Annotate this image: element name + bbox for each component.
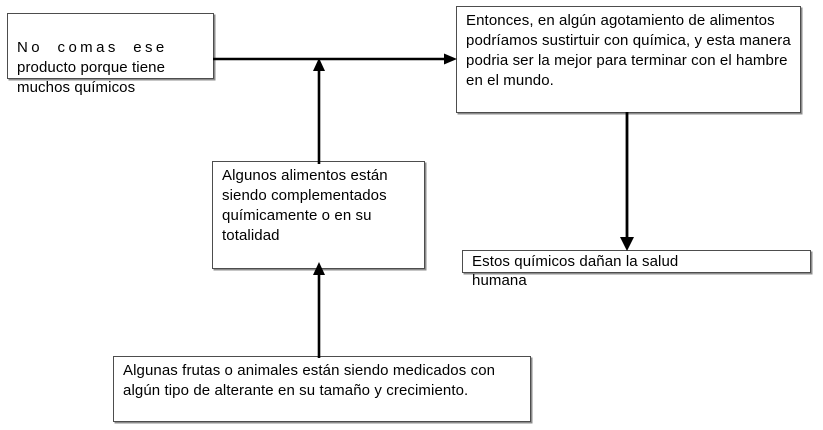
node-chem-harm-line-1: Estos químicos dañan la salud — [472, 253, 679, 270]
connector-fruits-medicated-to-foods-complemented — [310, 262, 328, 358]
node-chem-substitute[interactable]: Entonces, en algún agotamiento de alimen… — [456, 6, 801, 113]
node-eat-warning-line-1: No comas ese — [17, 39, 168, 56]
connector-foods-complemented-to-eat-warning — [310, 58, 328, 164]
node-fruits-medicated[interactable]: Algunas frutas o animales están siendo m… — [113, 356, 531, 422]
node-chem-harm-line-2-overflow: humana — [472, 272, 527, 289]
connector-chem-substitute-to-chem-harm — [618, 112, 636, 252]
node-eat-warning-line-3: muchos químicos — [17, 79, 136, 96]
node-eat-warning[interactable]: No comas ese producto porque tiene muchos… — [7, 13, 214, 96]
node-foods-complemented[interactable]: Algunos alimentos están siendo complemen… — [212, 161, 425, 269]
node-eat-warning-line-2: producto porque tiene — [17, 59, 166, 76]
connector-eat-warning-to-chem-substitute — [213, 48, 459, 70]
node-chem-harm[interactable]: Estos químicos dañan la salud humana — [462, 250, 811, 289]
